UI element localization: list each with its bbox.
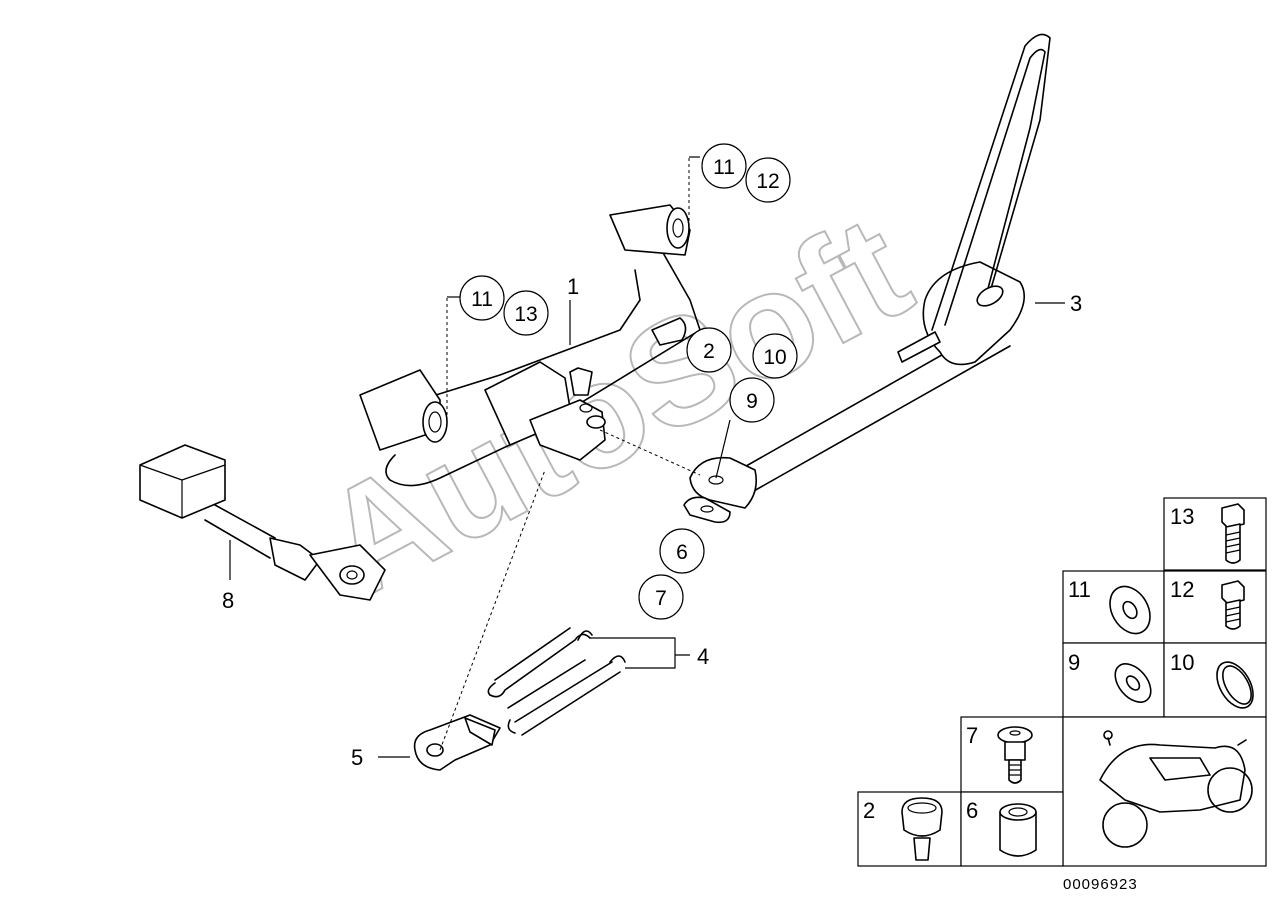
legend-label-6: 6 bbox=[966, 798, 978, 823]
svg-text:12: 12 bbox=[756, 170, 779, 193]
washer-icon bbox=[1109, 585, 1151, 635]
svg-text:9: 9 bbox=[746, 390, 758, 413]
assembly-line bbox=[439, 469, 546, 751]
svg-text:7: 7 bbox=[655, 587, 667, 610]
screw-icon bbox=[997, 726, 1033, 784]
svg-text:6: 6 bbox=[676, 541, 688, 564]
stand-bracket bbox=[359, 204, 701, 487]
callout-13: 13 bbox=[503, 290, 549, 336]
legend-label-7: 7 bbox=[966, 723, 978, 748]
tension-springs bbox=[487, 627, 626, 736]
callout-2: 2 bbox=[686, 327, 732, 373]
callout-6: 6 bbox=[659, 528, 705, 574]
legend-label-9: 9 bbox=[1068, 650, 1080, 675]
legend-label-10: 10 bbox=[1170, 650, 1194, 675]
leader-line bbox=[590, 637, 690, 669]
callout-12: 12 bbox=[745, 157, 791, 203]
callout-10: 10 bbox=[752, 333, 798, 379]
bolt-icon bbox=[1221, 580, 1245, 630]
svg-text:13: 13 bbox=[514, 303, 537, 326]
svg-text:10: 10 bbox=[763, 346, 786, 369]
circlip-icon bbox=[1216, 661, 1254, 709]
side-stand-switch bbox=[139, 444, 386, 601]
legend-label-13: 13 bbox=[1170, 504, 1194, 529]
svg-text:11: 11 bbox=[713, 156, 735, 179]
bolt-icon bbox=[1221, 503, 1245, 564]
callout-7: 7 bbox=[638, 574, 684, 620]
leader-line bbox=[715, 419, 731, 479]
svg-text:2: 2 bbox=[703, 340, 715, 363]
callout-11: 11 bbox=[701, 143, 747, 189]
buffer-icon bbox=[901, 797, 943, 861]
legend-label-2: 2 bbox=[863, 798, 875, 823]
callout-8: 8 bbox=[222, 588, 234, 613]
svg-text:11: 11 bbox=[471, 288, 493, 311]
washer-icon bbox=[1114, 663, 1152, 703]
callout-9: 9 bbox=[729, 377, 775, 423]
spring-bracket bbox=[413, 714, 501, 771]
side-stand-leg bbox=[683, 33, 1051, 524]
callout-4: 4 bbox=[697, 644, 709, 669]
callout-5: 5 bbox=[351, 745, 363, 770]
legend-label-11: 11 bbox=[1068, 577, 1091, 602]
callout-11: 11 bbox=[459, 275, 505, 321]
motorcycle-icon bbox=[1099, 730, 1253, 848]
callout-1: 1 bbox=[567, 274, 579, 299]
reference-code: 00096923 bbox=[1063, 876, 1138, 893]
legend-label-12: 12 bbox=[1170, 577, 1194, 602]
callout-3: 3 bbox=[1070, 291, 1082, 316]
sleeve-icon bbox=[999, 803, 1037, 857]
assembly-line bbox=[599, 429, 701, 476]
parts-legend: 13 11 12 9 10 7 2 6 bbox=[857, 497, 1267, 867]
